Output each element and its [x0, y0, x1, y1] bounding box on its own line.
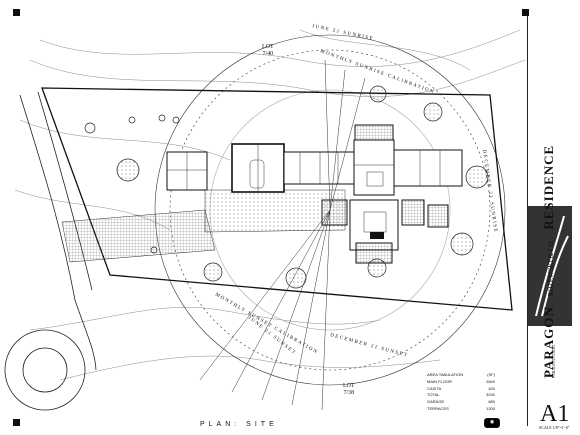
- arc-label-june-sunrise: JUNE 21 SUNRISE: [312, 24, 375, 42]
- lot-label-south: LOT 7/38: [343, 383, 355, 397]
- lot-south-line2: 7/38: [343, 390, 355, 396]
- title-block: [527, 16, 572, 426]
- registration-mark: [13, 9, 20, 16]
- plan-caption: PLAN: SITE: [200, 421, 278, 428]
- registration-mark: [522, 9, 529, 16]
- lot-north-line1: LOT: [262, 44, 274, 50]
- sheet-number: A1: [540, 401, 570, 427]
- registration-mark: [13, 419, 20, 426]
- viewer-icon[interactable]: ◉: [484, 418, 500, 428]
- logo-graphic: [528, 206, 572, 326]
- lot-label-north: LOT 7/40: [262, 44, 274, 58]
- lot-north-line2: 7/40: [262, 51, 274, 57]
- area-row: AREA TABULATION(SF): [427, 372, 495, 377]
- arc-label-monthly-sunset: MONTHLY SUNSET CALIBRATION: [214, 292, 319, 355]
- lot-south-line1: LOT: [343, 383, 355, 389]
- arc-label-december-sunset: DECEMBER 21 SUNSET: [329, 333, 408, 359]
- sheet-scale: SCALE 1/8"=1'-0": [539, 425, 570, 430]
- project-name: RESIDENCE: [541, 144, 556, 230]
- project-address: PARAGON COURT: [551, 344, 556, 378]
